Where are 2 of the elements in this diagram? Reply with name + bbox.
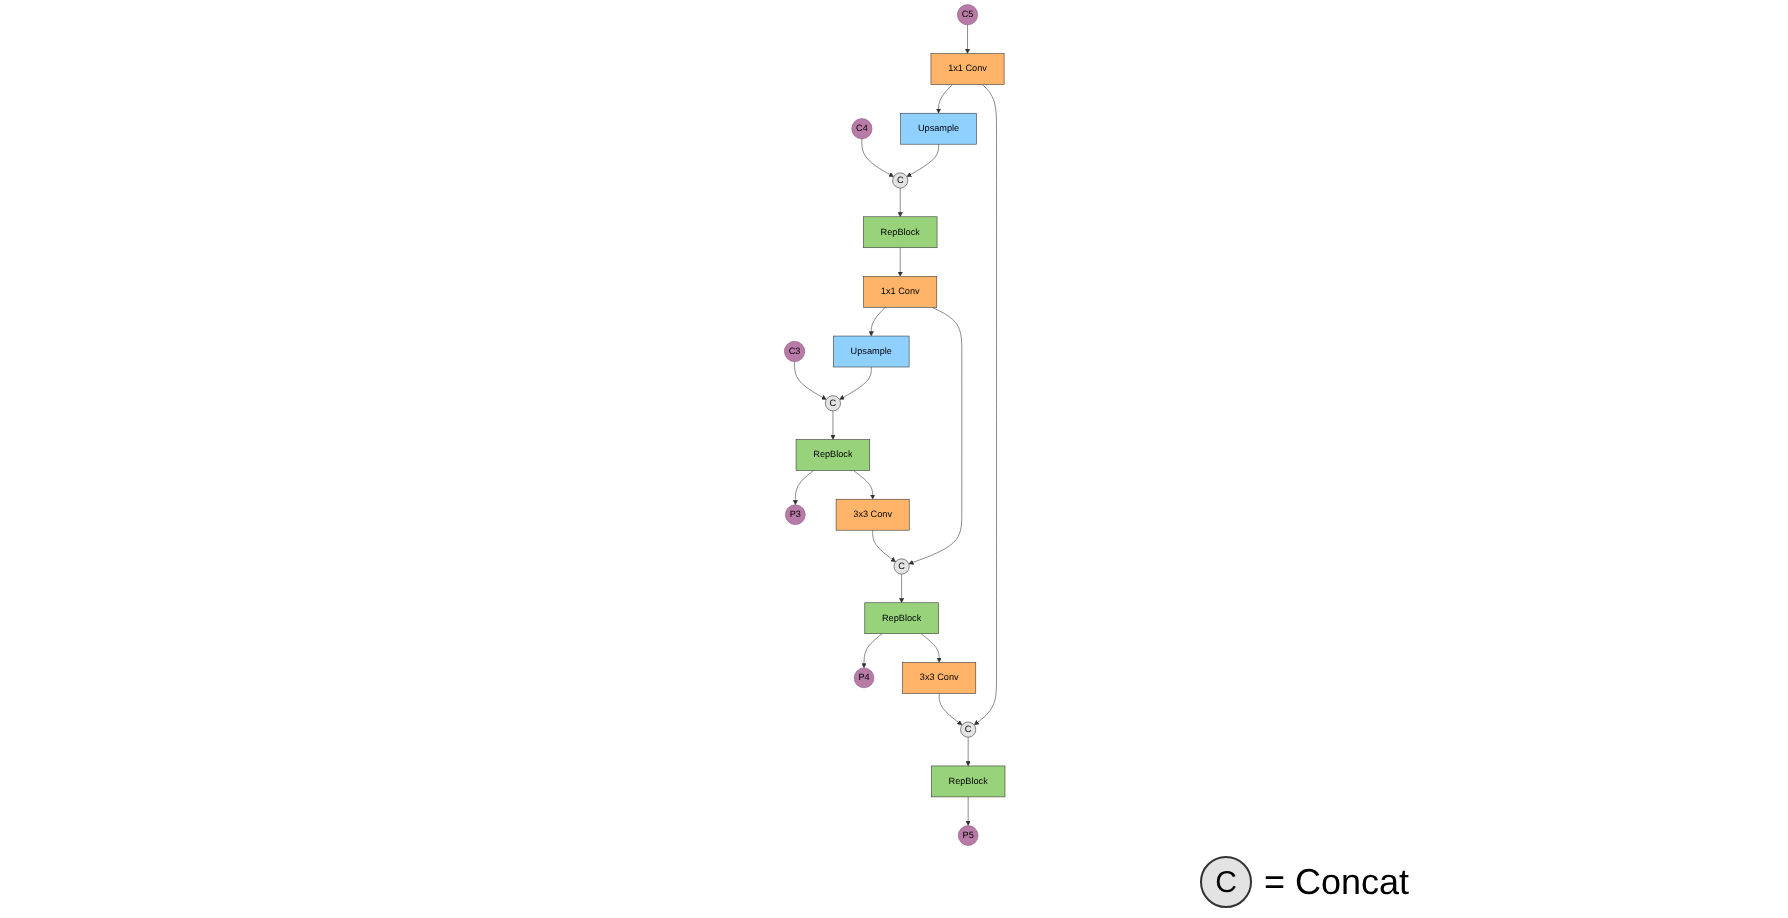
concat-symbol: C [1200,856,1252,908]
legend-text: = Concat [1264,861,1410,903]
